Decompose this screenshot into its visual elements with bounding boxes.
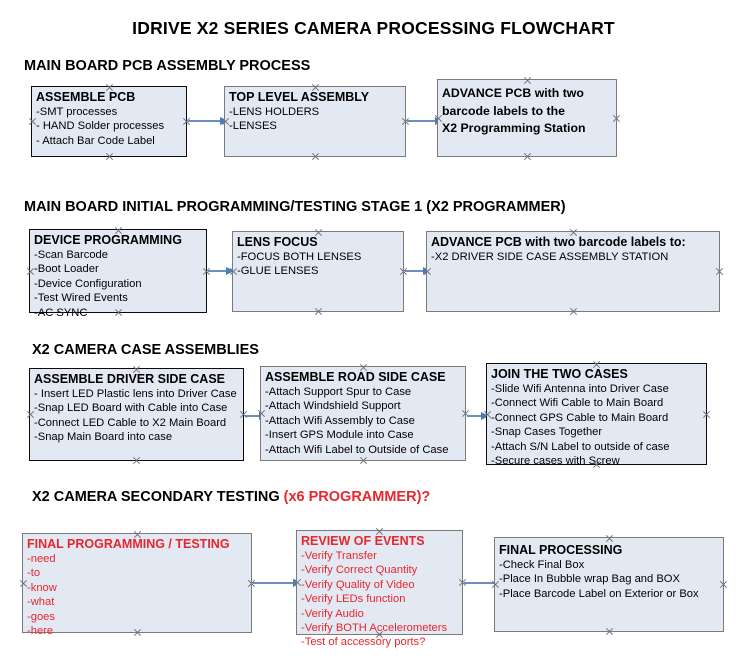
box-line: -Attach Wifi Label to Outside of Case [265,443,449,456]
box-line: -Test Wired Events [34,292,128,305]
box-join-the-two-cases[interactable]: JOIN THE TWO CASES -Slide Wifi Antenna i… [486,363,707,468]
box-line: -Secure cases with Screw [491,455,620,468]
box-line: -LENS HOLDERS [229,106,320,118]
box-line: -LENSES [229,120,277,133]
box-final-processing[interactable]: FINAL PROCESSING -Check Final Box -Place… [494,537,724,632]
box-line: -X2 DRIVER SIDE CASE ASSEMBLY STATION [431,251,669,263]
box-line: -GLUE LENSES [237,265,319,278]
box-title: DEVICE PROGRAMMING [34,233,182,247]
box-advance-pcb-to-x2-programming-station[interactable]: ADVANCE PCB with two barcode labels to t… [437,79,617,157]
box-line: -Device Configuration [34,277,142,290]
box-line: -Snap LED Board with Cable into Case [34,402,228,415]
box-title: JOIN THE TWO CASES [491,367,628,381]
box-line: -Attach Windshield Support [265,400,401,413]
box-title: FINAL PROGRAMMING / TESTING [27,537,230,551]
section-heading-main-board-pcb-assembly: MAIN BOARD PCB ASSEMBLY PROCESS [24,58,310,74]
box-line: -Verify LEDs function [301,593,406,606]
resize-handle-bottom[interactable] [105,152,114,161]
box-line: -Place Barcode Label on Exterior or Box [499,587,699,600]
box-line: -Check Final Box [499,559,585,571]
box-line: -what [27,596,55,609]
box-title: TOP LEVEL ASSEMBLY [229,90,370,104]
box-line: -Snap Cases Together [491,426,603,439]
box-line: -Attach S/N Label to outside of case [491,440,670,453]
box-line: -Attach Wifi Assembly to Case [265,414,415,427]
resize-handle-bottom[interactable] [605,627,614,636]
box-review-of-events[interactable]: REVIEW OF EVENTS -Verify Transfer -Verif… [296,530,463,648]
box-line: -to [27,567,41,580]
box-title: LENS FOCUS [237,235,318,249]
resize-handle-bottom[interactable] [523,152,532,161]
box-line: -here [27,625,54,638]
box-line: - Insert LED Plastic lens into Driver Ca… [34,388,237,400]
section-heading-text: X2 CAMERA CASE ASSEMBLIES [32,342,259,358]
box-line: -Boot Loader [34,263,99,276]
page-title: IDRIVE X2 SERIES CAMERA PROCESSING FLOWC… [132,18,615,38]
box-line: ADVANCE PCB with two [442,86,584,100]
resize-handle-right[interactable] [715,267,724,276]
section-heading-x2-camera-case-assemblies: X2 CAMERA CASE ASSEMBLIES [32,342,259,358]
box-overflow-line: -Test of accessory ports? [301,636,426,648]
box-line: -Connect LED Cable to X2 Main Board [34,416,227,429]
box-line: -goes [27,610,55,623]
box-assemble-pcb[interactable]: ASSEMBLE PCB -SMT processes - HAND Solde… [31,86,187,157]
section-heading-main-board-initial-programming: MAIN BOARD INITIAL PROGRAMMING/TESTING S… [24,199,566,215]
box-line: -Connect GPS Cable to Main Board [491,411,669,424]
box-line: -Place In Bubble wrap Bag and BOX [499,573,680,586]
box-lens-focus[interactable]: LENS FOCUS -FOCUS BOTH LENSES -GLUE LENS… [232,231,404,312]
section-heading-text: MAIN BOARD PCB ASSEMBLY PROCESS [24,58,311,74]
box-assemble-road-side-case[interactable]: ASSEMBLE ROAD SIDE CASE -Attach Support … [260,366,466,461]
box-final-programming-testing[interactable]: FINAL PROGRAMMING / TESTING -need -to -k… [22,533,252,637]
box-device-programming[interactable]: DEVICE PROGRAMMING -Scan Barcode -Boot L… [29,229,207,319]
resize-handle-bottom[interactable] [311,152,320,161]
box-line: -need [27,553,56,565]
box-title: ASSEMBLE PCB [36,90,136,104]
box-title: ADVANCE PCB with two barcode labels to: [431,235,686,249]
box-line: -Snap Main Board into case [34,431,173,444]
box-line: -Verify Correct Quantity [301,564,418,577]
box-line: -Connect Wifi Cable to Main Board [491,397,664,410]
box-assemble-driver-side-case[interactable]: ASSEMBLE DRIVER SIDE CASE - Insert LED P… [29,368,244,461]
box-line: -know [27,581,57,594]
box-line: -Verify Quality of Video [301,578,415,591]
box-line: X2 Programming Station [442,121,586,135]
box-title: ASSEMBLE ROAD SIDE CASE [265,370,446,384]
box-line: -Scan Barcode [34,249,109,261]
section-heading-text: MAIN BOARD INITIAL PROGRAMMING/TESTING S… [24,199,566,215]
box-line: -SMT processes [36,106,118,118]
resize-handle-left[interactable] [423,267,432,276]
box-line: -AC SYNC [34,306,88,319]
box-line: - HAND Solder processes [36,120,165,133]
box-line: -Verify Transfer [301,550,377,562]
box-line: -FOCUS BOTH LENSES [237,251,362,263]
box-line: -Attach Support Spur to Case [265,386,412,398]
resize-handle-bottom[interactable] [314,307,323,316]
connector-arrow-final-programming-to-review-of-events [253,578,301,588]
box-line: -Verify Audio [301,607,364,620]
box-title: ASSEMBLE DRIVER SIDE CASE [34,372,226,386]
box-line: - Attach Bar Code Label [36,134,155,147]
box-line: -Slide Wifi Antenna into Driver Case [491,383,669,395]
box-line: -Insert GPS Module into Case [265,429,414,442]
section-heading-accent: (x6 PROGRAMMER)? [283,489,431,505]
section-heading-x2-camera-secondary-testing: X2 CAMERA SECONDARY TESTING (x6 PROGRAMM… [32,489,430,505]
box-title: FINAL PROCESSING [499,543,623,557]
box-top-level-assembly[interactable]: TOP LEVEL ASSEMBLY -LENS HOLDERS -LENSES [224,86,406,157]
box-advance-pcb-to-driver-side-case-station[interactable]: ADVANCE PCB with two barcode labels to: … [426,231,720,312]
box-title: REVIEW OF EVENTS [301,534,425,548]
resize-handle-bottom[interactable] [132,456,141,465]
connector-arrow-assemble-pcb-to-top-level-assembly [188,116,228,126]
section-heading-text: X2 CAMERA SECONDARY TESTING [32,489,284,505]
box-line: -Verify BOTH Accelerometers [301,622,448,635]
box-line: barcode labels to the [442,103,565,118]
resize-handle-bottom[interactable] [569,307,578,316]
